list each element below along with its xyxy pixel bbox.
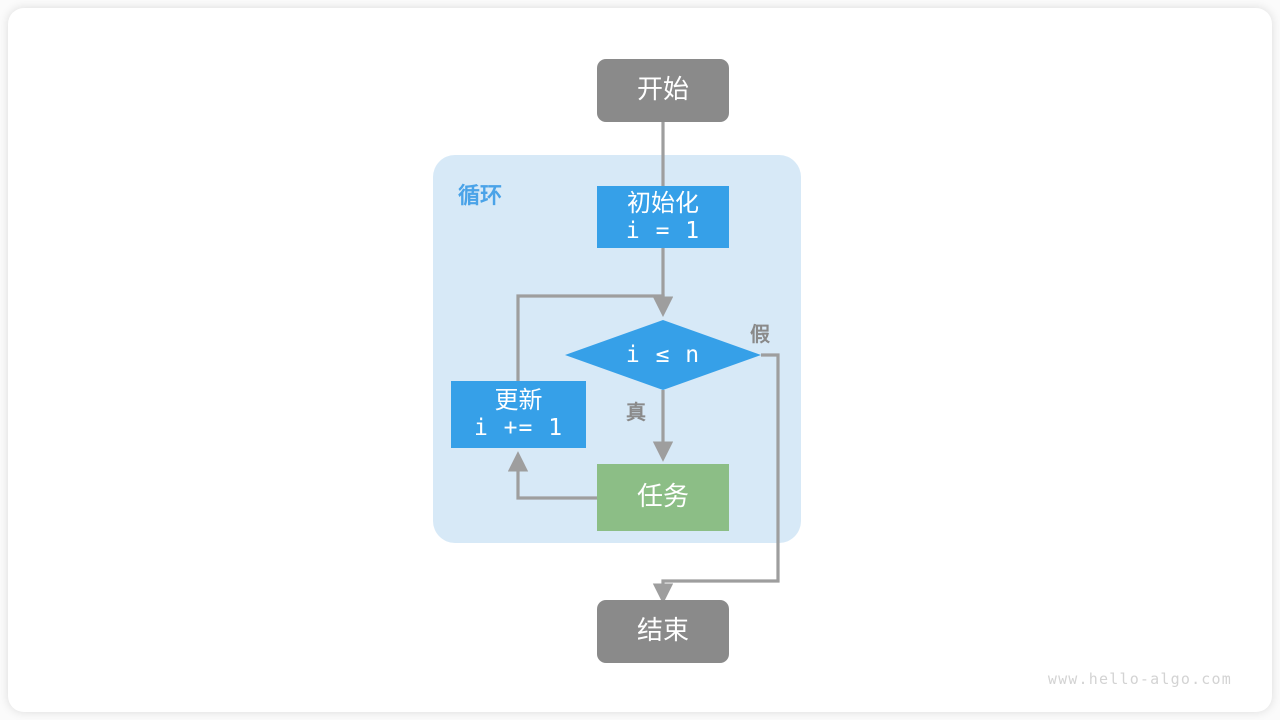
edge-update-to-condition bbox=[516, 294, 674, 381]
node-task[interactable]: 任务 bbox=[597, 464, 729, 531]
node-init-code: i = 1 bbox=[625, 217, 701, 244]
node-end[interactable]: 结束 bbox=[597, 600, 729, 663]
edge-label-true: 真 bbox=[626, 400, 646, 424]
node-init-label: 初始化 bbox=[627, 188, 699, 217]
node-condition-label: i ≤ n bbox=[625, 342, 701, 368]
edge-label-false: 假 bbox=[750, 322, 770, 346]
node-start-label: 开始 bbox=[636, 75, 689, 106]
node-task-label: 任务 bbox=[636, 482, 689, 513]
flow-connectors bbox=[507, 122, 780, 604]
node-end-label: 结束 bbox=[636, 616, 689, 647]
node-update-code: i += 1 bbox=[473, 415, 564, 442]
diagram-card: 循环 bbox=[8, 8, 1272, 712]
watermark: www.hello-algo.com bbox=[1047, 670, 1232, 688]
edge-task-to-update bbox=[507, 451, 597, 500]
node-condition[interactable]: i ≤ n bbox=[565, 320, 761, 390]
node-init[interactable]: 初始化 i = 1 bbox=[597, 186, 729, 248]
node-update[interactable]: 更新 i += 1 bbox=[451, 381, 586, 448]
node-start[interactable]: 开始 bbox=[597, 59, 729, 122]
loop-container-label: 循环 bbox=[458, 184, 503, 209]
node-update-label: 更新 bbox=[494, 386, 543, 415]
edge-condition-false-to-end bbox=[652, 353, 780, 604]
diamond-shape bbox=[565, 320, 761, 390]
